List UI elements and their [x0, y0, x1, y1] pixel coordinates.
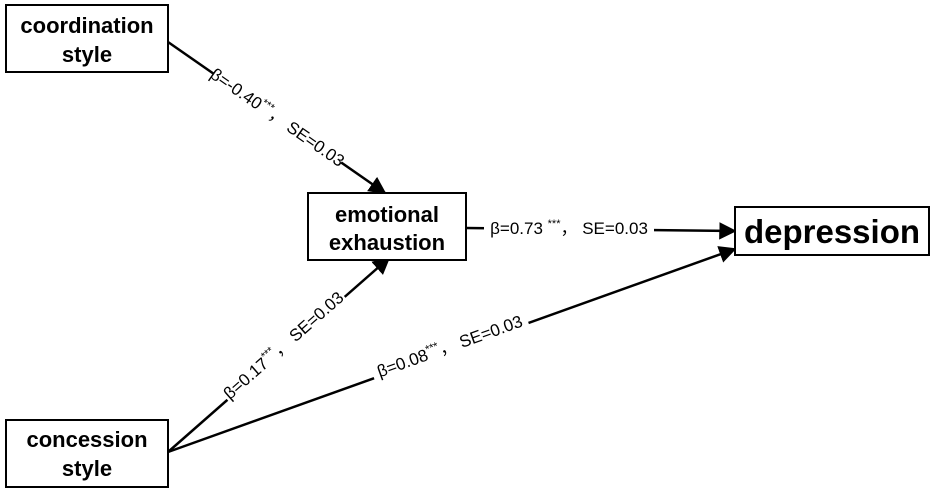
node-label-line2: exhaustion: [329, 230, 445, 255]
significance-stars: ***: [424, 340, 441, 356]
node-label-line2: style: [62, 42, 112, 67]
edge-label-coordination-to-exhaustion: β=-0.40***， SE=0.03: [207, 61, 350, 171]
node-emotional-exhaustion: emotional exhaustion: [307, 192, 467, 261]
edge-label-concession-to-exhaustion: β=0.17***， SE=0.03: [216, 284, 350, 405]
edge-label-concession-to-depression: β=0.08***， SE=0.03: [368, 306, 531, 385]
node-depression: depression: [734, 206, 930, 256]
node-label: depression: [744, 213, 920, 250]
se-value: ， SE=0.03: [560, 219, 647, 238]
se-value: ， SE=0.03: [269, 288, 347, 360]
se-value: ， SE=0.03: [265, 105, 348, 170]
node-concession-style: concession style: [5, 419, 169, 488]
svg-text:β=0.73 ***， SE=0.03: β=0.73 ***， SE=0.03: [490, 218, 648, 238]
svg-text:β=0.17***， SE=0.03: β=0.17***， SE=0.03: [219, 287, 347, 403]
svg-text:β=-0.40***， SE=0.03: β=-0.40***， SE=0.03: [207, 64, 349, 171]
svg-text:β=0.08***， SE=0.03: β=0.08***， SE=0.03: [374, 311, 525, 381]
edge-label-exhaustion-to-depression: β=0.73 ***， SE=0.03: [484, 215, 654, 239]
node-label-line2: style: [62, 456, 112, 481]
beta-value: β=0.73: [490, 219, 548, 238]
node-label-line1: coordination: [20, 13, 153, 38]
node-label-line1: emotional: [335, 202, 439, 227]
node-label-line1: concession: [26, 427, 147, 452]
significance-stars: ***: [548, 218, 562, 230]
node-coordination-style: coordination style: [5, 4, 169, 73]
